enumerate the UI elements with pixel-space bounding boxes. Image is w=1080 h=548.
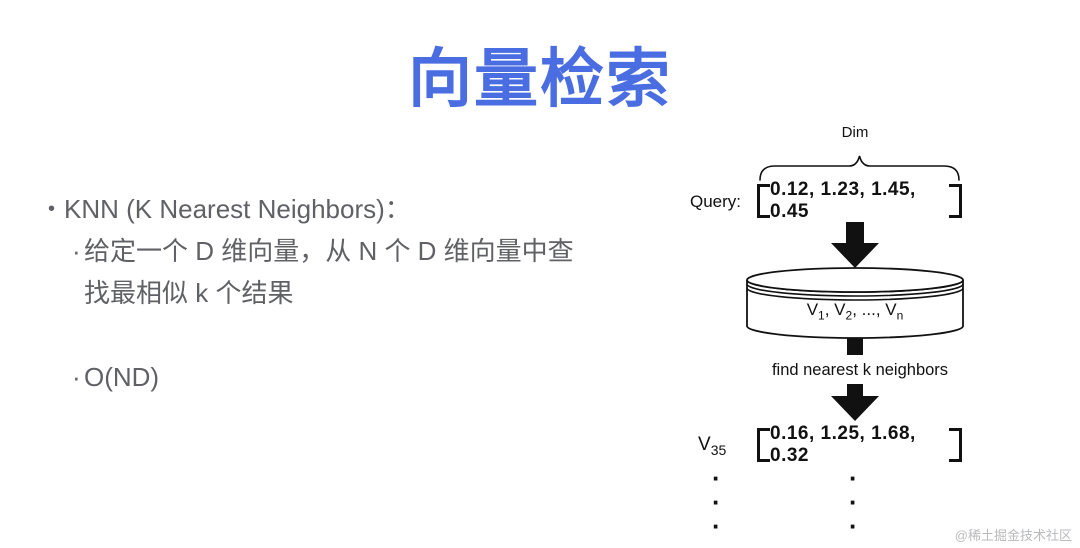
complexity-bullet: · O(ND) (72, 356, 658, 398)
db-v1-sub: 1 (818, 308, 825, 323)
db-vn-base: , ..., V (852, 300, 897, 319)
db-v2-sub: 2 (845, 308, 853, 323)
db-v2-base: , V (824, 300, 846, 319)
ellipsis-dots-left: · · · (712, 463, 721, 541)
knn-detail-line-1: 给定一个 D 维向量，从 N 个 D 维向量中查 (84, 236, 574, 266)
sub-bullet-icon: · (72, 362, 81, 392)
query-vector: 0.12, 1.23, 1.45, 0.45 (757, 179, 962, 222)
database-label: V1, V2, ..., Vn (745, 300, 965, 322)
result-sub: 35 (710, 441, 727, 458)
watermark: @稀土掘金技术社区 (954, 528, 1072, 543)
dot: · (712, 511, 721, 541)
dot: · (712, 463, 721, 493)
dot: · (849, 463, 858, 493)
result-vector-values: 0.16, 1.25, 1.68, 0.32 (770, 423, 916, 466)
knn-heading: KNN (K Nearest Neighbors)： (64, 194, 411, 224)
left-bracket-icon (757, 428, 770, 462)
knn-bullet: • KNN (K Nearest Neighbors)： (48, 188, 658, 230)
find-nearest-label: find nearest k neighbors (771, 361, 949, 379)
right-bracket-icon (949, 428, 962, 462)
dim-brace-icon (759, 155, 960, 181)
db-vn-sub: n (896, 308, 904, 323)
result-base: V (698, 434, 711, 455)
dot: · (849, 511, 858, 541)
db-v1-base: V (806, 300, 819, 319)
dot: · (712, 487, 721, 517)
ellipsis-dots-right: · · · (849, 463, 858, 541)
knn-detail-line-2: 找最相似 k 个结果 (84, 278, 294, 308)
dim-label: Dim (841, 124, 869, 141)
left-bracket-icon (757, 184, 770, 218)
result-vector: 0.16, 1.25, 1.68, 0.32 (757, 423, 962, 466)
connector-stem-icon (847, 338, 863, 355)
vector-search-diagram: Dim Query: 0.12, 1.23, 1.45, 0.45 V1, V2… (690, 122, 1020, 548)
down-arrow-icon (831, 222, 879, 268)
query-label: Query: (690, 192, 742, 211)
query-vector-values: 0.12, 1.23, 1.45, 0.45 (770, 179, 916, 222)
knn-detail-text: 给定一个 D 维向量，从 N 个 D 维向量中查 找最相似 k 个结果 (84, 230, 574, 314)
complexity-text: O(ND) (84, 362, 160, 392)
sub-bullet-icon: · (72, 236, 81, 266)
dot: · (849, 487, 858, 517)
down-arrow-icon (831, 384, 879, 421)
result-vector-label: V35 (698, 434, 726, 458)
knn-detail-bullet: · 给定一个 D 维向量，从 N 个 D 维向量中查 找最相似 k 个结果 (72, 230, 658, 314)
bullet-icon: • (48, 198, 56, 220)
bullet-list: • KNN (K Nearest Neighbors)： · 给定一个 D 维向… (48, 188, 658, 398)
database-cylinder-icon (746, 267, 964, 339)
page-title: 向量检索 (408, 43, 672, 115)
right-bracket-icon (949, 184, 962, 218)
